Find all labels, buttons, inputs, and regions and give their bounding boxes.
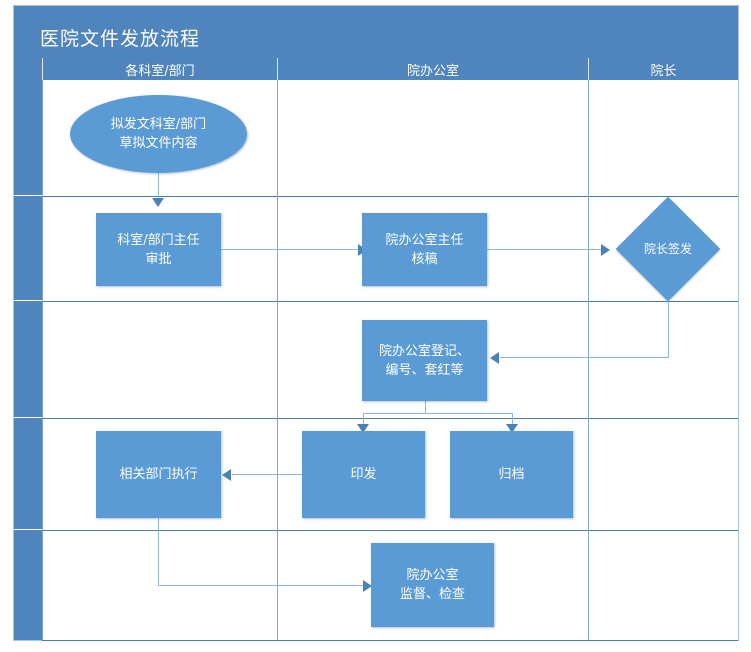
edge-n1-n2-arrow: [152, 198, 164, 207]
swimlane-header-office: 院办公室: [277, 58, 588, 80]
node-n2-line2: 审批: [145, 251, 172, 267]
column-separator-left: [42, 80, 43, 640]
lane-separator-1: [42, 196, 738, 197]
node-n4-line1: 院长签发: [643, 241, 692, 256]
edge-n3-n4-arrow: [601, 244, 610, 256]
column-separator-office: [588, 80, 589, 640]
edge-n2-n3-line: [221, 249, 360, 250]
swimlane-header-dept: 各科室/部门: [42, 58, 277, 80]
node-n3-line1: 院办公室主任: [385, 232, 464, 248]
column-separator-dept: [277, 80, 278, 640]
node-n8-line1: 归档: [498, 467, 525, 482]
node-n9-line1: 院办公室: [406, 568, 459, 583]
swimlane-header-dean: 院长: [588, 58, 738, 80]
node-n2-line1: 科室/部门主任: [117, 232, 200, 248]
node-n1-line1: 拟发文科室/部门: [110, 117, 207, 132]
edge-n4-n5-hline: [500, 357, 669, 358]
lane-separator-3: [42, 418, 738, 419]
node-office-register-number-redhead[interactable]: 院办公室登记、 编号、套红等: [362, 320, 487, 401]
node-n5-line1: 院办公室登记、: [378, 343, 470, 359]
node-draft-document[interactable]: 拟发文科室/部门 草拟文件内容: [70, 95, 247, 173]
lane-label-row-2: [14, 196, 42, 301]
edge-n5-n7-line: [363, 413, 364, 427]
swimlane-header-corner: [14, 58, 42, 80]
lane-separator-4: [42, 530, 738, 531]
swimlane-header-row: [14, 58, 738, 80]
edge-n6-n9-arrow: [363, 580, 372, 592]
node-dept-director-approval[interactable]: 科室/部门主任 审批: [96, 213, 221, 286]
title-band: 医院文件发放流程: [14, 6, 738, 58]
node-office-director-review[interactable]: 院办公室主任 核稿: [362, 213, 487, 286]
edge-n5-split-stem: [425, 401, 426, 413]
edge-n5-n7-arrow: [357, 424, 369, 433]
node-n5-line2: 编号、套红等: [385, 362, 464, 378]
node-dean-signoff[interactable]: 院长签发: [615, 196, 721, 302]
edge-n6-n9-hline: [158, 585, 368, 586]
node-office-supervise-inspect[interactable]: 院办公室 监督、检查: [371, 543, 494, 627]
edge-n4-n5-arrow: [490, 352, 499, 364]
lane-separator-2: [42, 301, 738, 302]
edge-n4-n5-vline: [668, 300, 669, 357]
edge-n3-n4-line: [487, 249, 603, 250]
lane-label-row-3: [14, 301, 42, 418]
edge-n5-split-bar: [363, 413, 513, 414]
edge-n7-n6-arrow: [222, 469, 231, 481]
node-n6-line1: 相关部门执行: [119, 467, 198, 482]
edge-n7-n6-line: [232, 474, 302, 475]
node-print-issue[interactable]: 印发: [302, 431, 425, 518]
node-related-dept-execute[interactable]: 相关部门执行: [96, 431, 221, 518]
edge-n5-n8-line: [512, 413, 513, 427]
node-archive[interactable]: 归档: [450, 431, 573, 518]
edge-n6-n9-vline: [158, 518, 159, 585]
node-n3-line2: 核稿: [411, 251, 438, 267]
lane-label-row-1: [14, 80, 42, 196]
diagram-title: 医院文件发放流程: [40, 28, 201, 50]
node-n1-line2: 草拟文件内容: [119, 136, 198, 151]
lane-label-row-5: [14, 530, 42, 640]
edge-n1-n2-line: [158, 172, 159, 202]
node-n9-line2: 监督、检查: [399, 587, 465, 602]
lane-label-row-4: [14, 418, 42, 530]
node-n7-line1: 印发: [350, 467, 377, 482]
edge-n5-n8-arrow: [506, 424, 518, 433]
lane-separator-bottom: [42, 640, 738, 641]
